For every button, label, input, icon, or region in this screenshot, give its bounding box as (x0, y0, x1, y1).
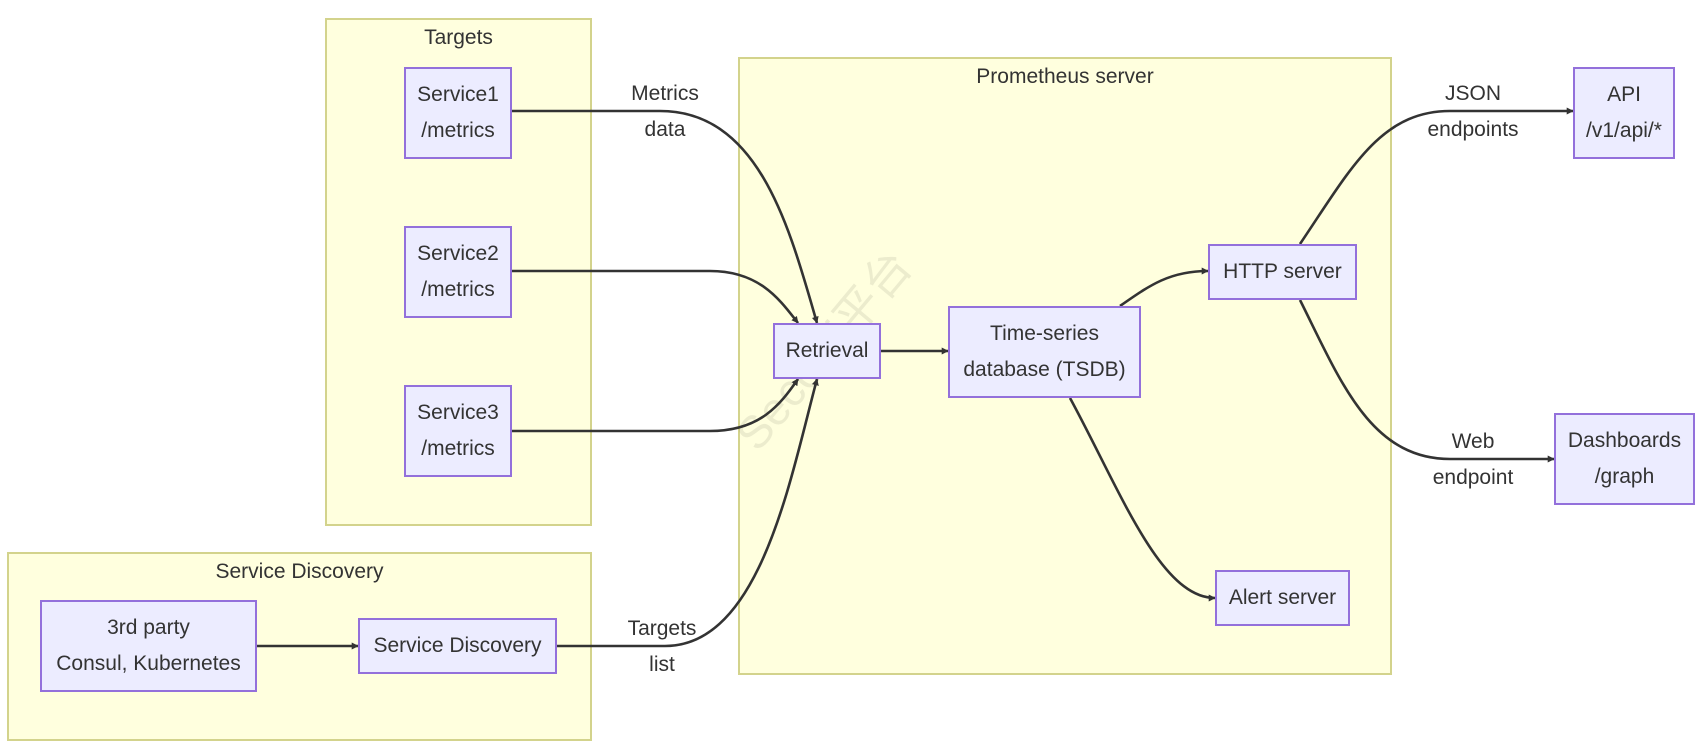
node-dashboards-line2: /graph (1594, 465, 1655, 488)
node-service2-line1: Service2 (417, 242, 499, 265)
node-api-line2: /v1/api/* (1586, 119, 1662, 142)
node-third-party-line1: 3rd party (107, 616, 190, 639)
node-dashboards-line1: Dashboards (1567, 429, 1682, 452)
node-service1[interactable]: Service1 /metrics (404, 67, 512, 159)
edge-label-targets-list: Targets list (628, 611, 697, 683)
node-third-party[interactable]: 3rd party Consul, Kubernetes (40, 600, 257, 692)
node-tsdb-line1: Time-series (990, 322, 1099, 345)
edge-label-web-endpoint-line2: endpoint (1432, 466, 1514, 489)
node-service-discovery-label: Service Discovery (373, 634, 542, 657)
node-alert-server[interactable]: Alert server (1215, 570, 1350, 626)
edge-label-json-endpoints-line2: endpoints (1427, 118, 1519, 141)
service-discovery-group-title: Service Discovery (215, 560, 384, 583)
edge-label-metrics-data-line2: data (644, 118, 686, 141)
node-retrieval[interactable]: Retrieval (773, 323, 881, 379)
edge-label-metrics-data: Metrics data (631, 76, 699, 148)
node-http-server-label: HTTP server (1223, 260, 1342, 283)
node-tsdb[interactable]: Time-series database (TSDB) (948, 306, 1141, 398)
node-alert-server-label: Alert server (1228, 586, 1337, 609)
node-dashboards[interactable]: Dashboards /graph (1554, 413, 1695, 505)
edge-label-json-endpoints-line1: JSON (1444, 82, 1502, 105)
node-http-server[interactable]: HTTP server (1208, 244, 1357, 300)
node-tsdb-line2: database (TSDB) (963, 358, 1126, 381)
edge-label-targets-list-line2: list (649, 653, 675, 676)
prometheus-server-group-title: Prometheus server (976, 65, 1154, 88)
node-service3[interactable]: Service3 /metrics (404, 385, 512, 477)
targets-group-title: Targets (424, 26, 493, 49)
node-api[interactable]: API /v1/api/* (1573, 67, 1675, 159)
node-service3-line2: /metrics (421, 437, 495, 460)
edge-label-web-endpoint-line1: Web (1451, 430, 1495, 453)
node-api-line1: API (1607, 83, 1641, 106)
edge-label-json-endpoints: JSON endpoints (1427, 76, 1518, 148)
node-service2-line2: /metrics (421, 278, 495, 301)
edge-label-targets-list-line1: Targets (627, 617, 697, 640)
node-service2[interactable]: Service2 /metrics (404, 226, 512, 318)
node-third-party-line2: Consul, Kubernetes (56, 652, 241, 675)
node-service1-line2: /metrics (421, 119, 495, 142)
node-service3-line1: Service3 (417, 401, 499, 424)
edge-label-metrics-data-line1: Metrics (631, 82, 699, 105)
node-service-discovery[interactable]: Service Discovery (358, 618, 557, 674)
edge-label-web-endpoint: Web endpoint (1433, 424, 1514, 496)
node-retrieval-label: Retrieval (785, 339, 869, 362)
node-service1-line1: Service1 (417, 83, 499, 106)
